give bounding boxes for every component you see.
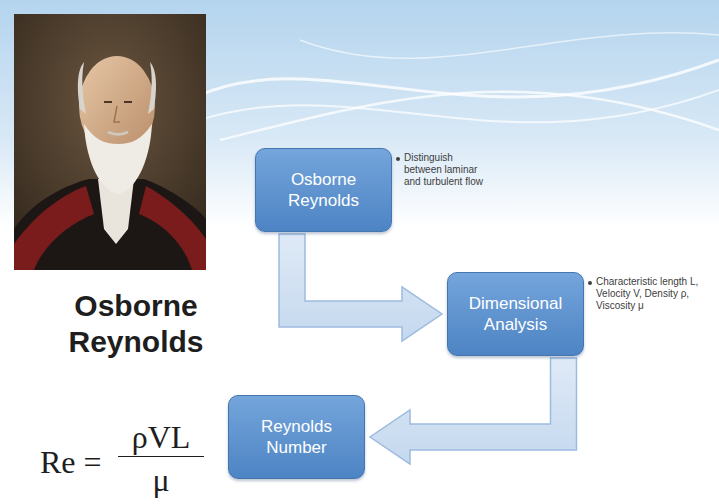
bullet-dot bbox=[396, 157, 400, 161]
portrait-illustration bbox=[14, 14, 206, 270]
bullet-text: Distinguish between laminar and turbulen… bbox=[404, 152, 484, 188]
formula-numerator: ρVL bbox=[118, 418, 204, 457]
bent-block-arrow bbox=[279, 234, 442, 341]
bullet-note: Characteristic length L, Velocity V, Den… bbox=[588, 276, 700, 312]
process-box: Osborne ReynoldsDistinguish between lami… bbox=[255, 148, 392, 232]
portrait-caption: Osborne Reynolds bbox=[36, 288, 236, 360]
box-title: Dimensional Analysis bbox=[448, 293, 583, 335]
bullet-dot bbox=[588, 281, 592, 285]
formula-denominator: μ bbox=[118, 462, 204, 498]
box-title: Osborne Reynolds bbox=[256, 169, 391, 211]
process-box: Reynolds Number bbox=[228, 395, 365, 479]
bullet-note: Distinguish between laminar and turbulen… bbox=[396, 152, 484, 188]
process-box: Dimensional AnalysisCharacteristic lengt… bbox=[447, 272, 584, 356]
box-title: Reynolds Number bbox=[229, 416, 364, 458]
bullet-text: Characteristic length L, Velocity V, Den… bbox=[596, 276, 700, 312]
bent-block-arrow bbox=[370, 358, 577, 464]
formula-text: Re = bbox=[40, 444, 102, 480]
